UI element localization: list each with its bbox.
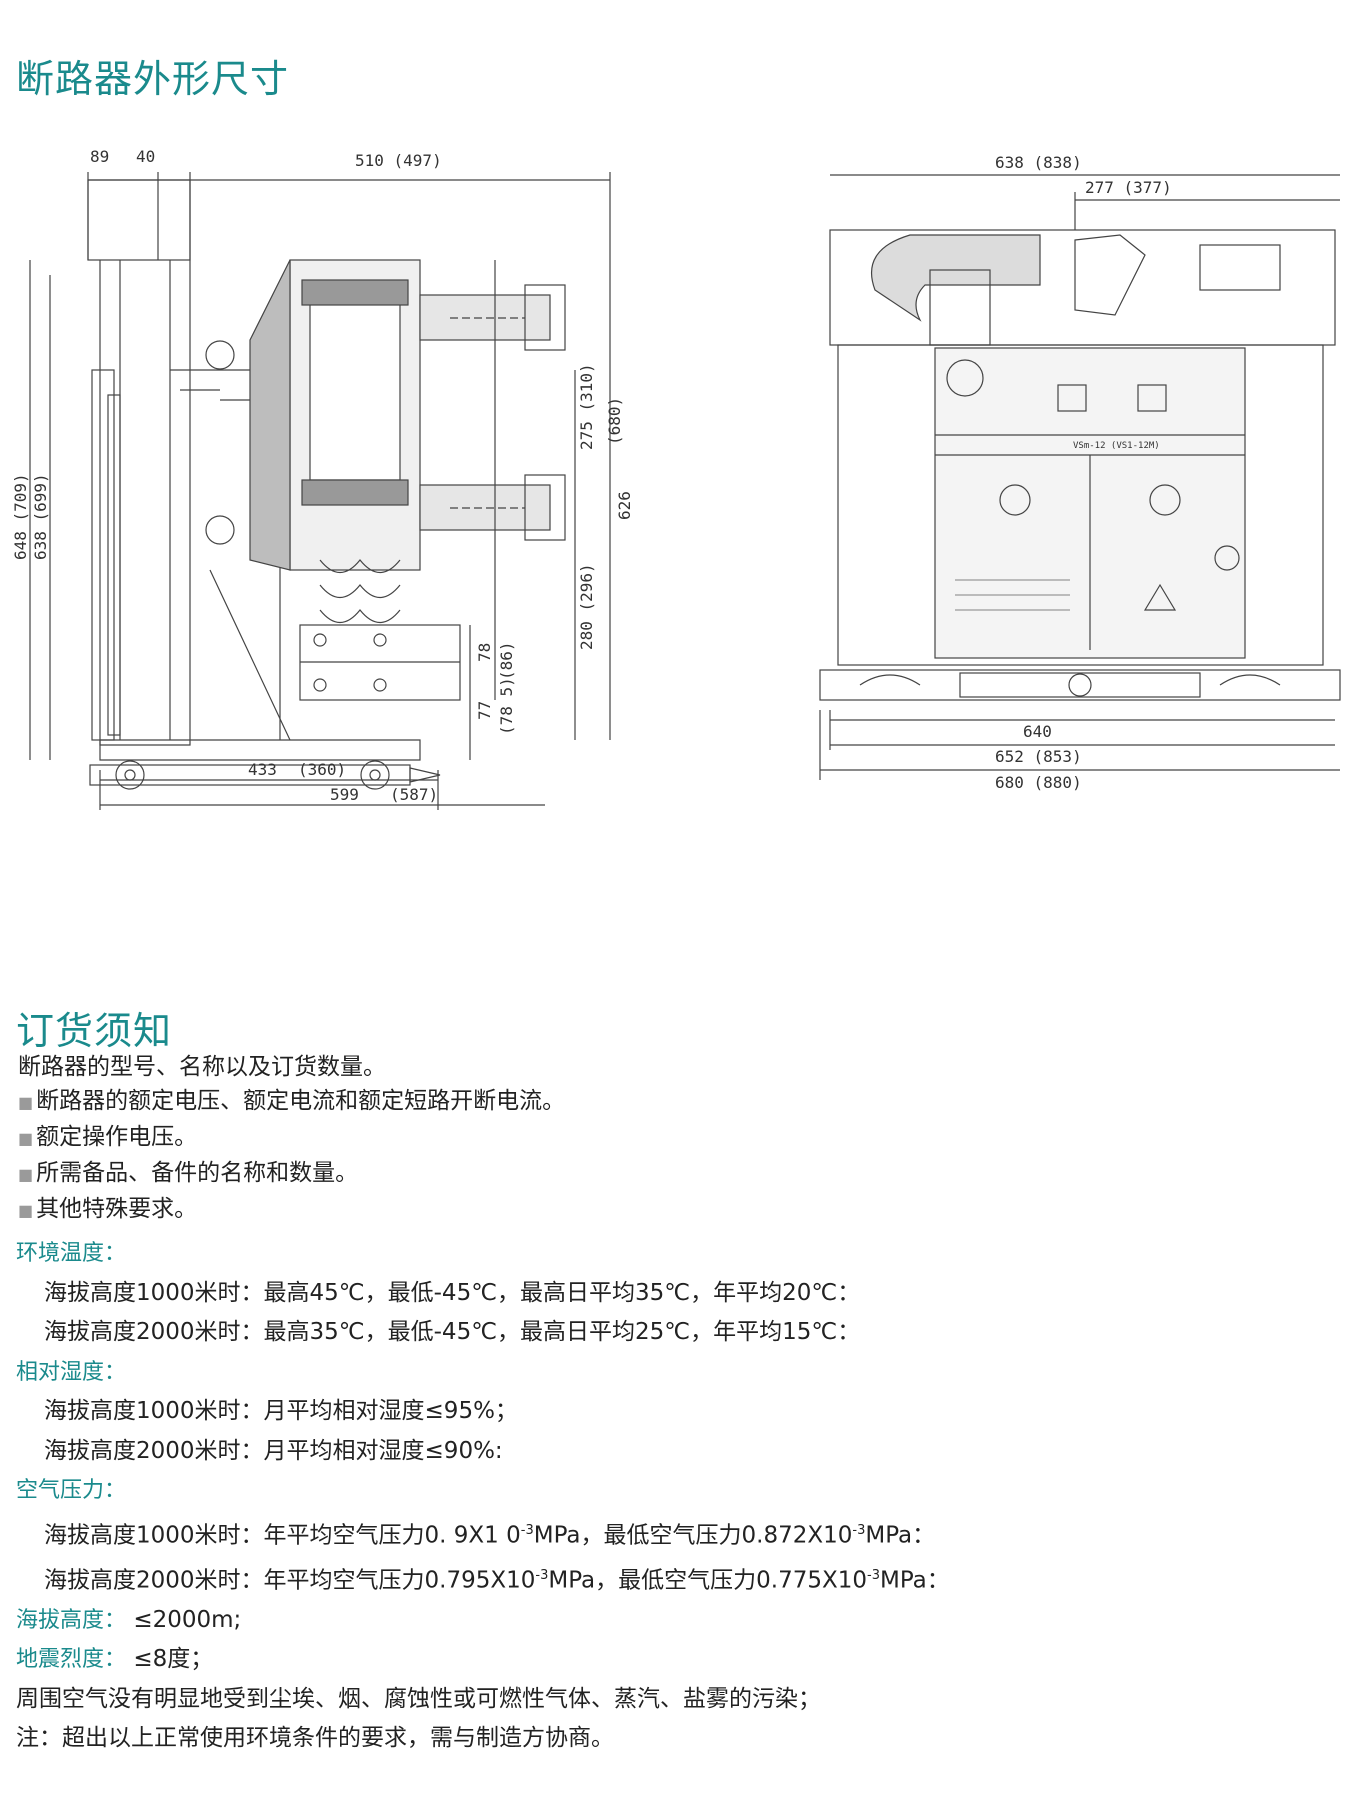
dim-680: (680) bbox=[605, 397, 624, 445]
dim-626: 626 bbox=[615, 491, 634, 520]
ordering-item: ■额定操作电压。 bbox=[18, 1124, 198, 1150]
humidity-label: 相对湿度： bbox=[16, 1359, 127, 1385]
ordering-item: ■其他特殊要求。 bbox=[18, 1196, 198, 1222]
dim-77: 77 bbox=[475, 701, 494, 720]
dim-275: 275 (310) bbox=[577, 363, 596, 450]
dim-680-880: 680 (880) bbox=[995, 773, 1082, 792]
ordering-item: ■断路器的额定电压、额定电流和额定短路开断电流。 bbox=[18, 1088, 566, 1114]
bullet-icon: ■ bbox=[18, 1201, 34, 1220]
dim-360: (360) bbox=[298, 760, 346, 779]
bullet-icon: ■ bbox=[18, 1093, 34, 1112]
environment-conditions: 环境温度： 海拔高度1000米时：最高45℃，最低-45℃，最高日平均35℃，年… bbox=[16, 1234, 950, 1759]
temp-2000: 海拔高度2000米时：最高35℃，最低-45℃，最高日平均25℃，年平均15℃： bbox=[44, 1319, 861, 1345]
dim-280: 280 (296) bbox=[577, 563, 596, 650]
dim-433: 433 bbox=[248, 760, 277, 779]
temp-1000: 海拔高度1000米时：最高45℃，最低-45℃，最高日平均35℃，年平均20℃： bbox=[44, 1279, 861, 1306]
bullet-icon: ■ bbox=[18, 1129, 34, 1148]
ordering-title: 订货须知 bbox=[16, 1009, 173, 1053]
side-view-drawing: 89 40 510 (497) 648 (709) 638 (699) 275 … bbox=[11, 147, 634, 810]
dim-785: (78 5) bbox=[497, 677, 516, 735]
front-view-drawing: 638 (838) 277 (377) VSm-12 (VS1-12M) 640… bbox=[819, 153, 1341, 792]
dim-640: 640 bbox=[1023, 722, 1052, 741]
dim-638-838: 638 (838) bbox=[995, 153, 1082, 172]
humidity-2000: 海拔高度2000米时：月平均相对湿度≤90%: bbox=[44, 1437, 503, 1464]
ordering-list: 断路器的型号、名称以及订货数量。 ■断路器的额定电压、额定电流和额定短路开断电流… bbox=[18, 1050, 565, 1228]
dim-652: 652 (853) bbox=[995, 747, 1082, 766]
dim-40: 40 bbox=[136, 147, 155, 166]
altitude-row: 海拔高度： ≤2000m; bbox=[16, 1606, 242, 1633]
humidity-1000: 海拔高度1000米时：月平均相对湿度≤95%； bbox=[44, 1398, 518, 1424]
model-label: VSm-12 (VS1-12M) bbox=[1073, 441, 1160, 451]
dim-638: 638 (699) bbox=[31, 473, 50, 560]
dim-86: (86) bbox=[497, 641, 516, 680]
dim-89: 89 bbox=[90, 147, 109, 166]
ordering-intro: 断路器的型号、名称以及订货数量。 bbox=[18, 1054, 386, 1080]
dim-587: (587) bbox=[390, 785, 438, 804]
manufacturer-note: 注：超出以上正常使用环境条件的要求，需与制造方协商。 bbox=[16, 1725, 614, 1752]
bullet-icon: ■ bbox=[18, 1165, 34, 1184]
seismic-row: 地震烈度： ≤8度； bbox=[16, 1646, 214, 1673]
ordering-item: ■所需备品、备件的名称和数量。 bbox=[18, 1160, 359, 1186]
dim-648: 648 (709) bbox=[11, 473, 30, 560]
dim-277: 277 (377) bbox=[1085, 178, 1172, 197]
dimensions-title: 断路器外形尺寸 bbox=[16, 57, 290, 101]
pressure-label: 空气压力： bbox=[16, 1478, 127, 1503]
pollution-note: 周围空气没有明显地受到尘埃、烟、腐蚀性或可燃性气体、蒸汽、盐雾的污染； bbox=[16, 1685, 821, 1712]
dim-78: 78 bbox=[475, 643, 494, 662]
dim-510: 510 (497) bbox=[355, 151, 442, 170]
pressure-2000: 海拔高度2000米时：年平均空气压力0.795X10-3MPa，最低空气压力0.… bbox=[44, 1567, 950, 1594]
temp-label: 环境温度： bbox=[16, 1241, 127, 1266]
pressure-1000: 海拔高度1000米时：年平均空气压力0. 9X1 0-3MPa，最低空气压力0.… bbox=[44, 1522, 936, 1549]
dim-599: 599 bbox=[330, 785, 359, 804]
